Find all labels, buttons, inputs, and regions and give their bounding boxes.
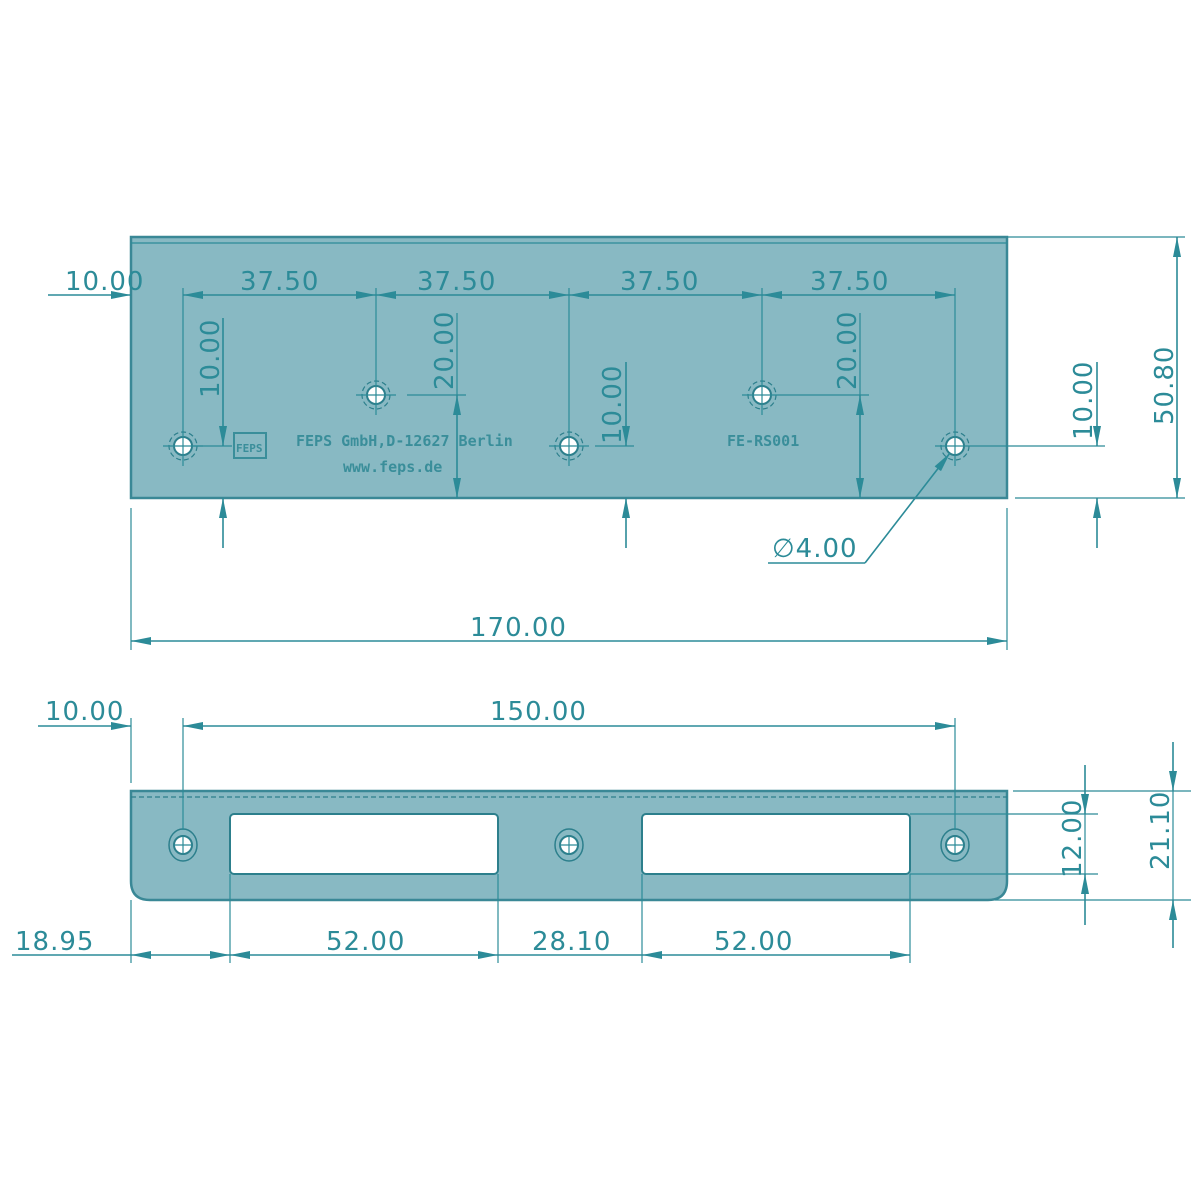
- dim-vertical-4: 20.00: [833, 311, 863, 390]
- dim-slot-1-length: 52.00: [326, 927, 405, 957]
- dim-total-height: 21.10: [1146, 791, 1176, 870]
- slot-1: [229, 813, 499, 875]
- logo-engraving: FEPS: [236, 442, 263, 455]
- website-engraving: www.feps.de: [343, 458, 442, 476]
- dim-spacing-1: 37.50: [240, 267, 319, 297]
- dim-vertical-right: 10.00: [1069, 361, 1099, 440]
- dim-slot-height: 12.00: [1058, 799, 1088, 878]
- side-hole-3: [940, 828, 970, 862]
- dim-hole-diameter: ∅4.00: [772, 534, 858, 564]
- dim-spacing-2: 37.50: [417, 267, 496, 297]
- side-hole-2: [554, 828, 584, 862]
- top-view: FEPS FEPS GmbH,D-12627 Berlin www.feps.d…: [48, 235, 1185, 650]
- hole-3: [549, 288, 589, 466]
- dim-slot-gap: 28.10: [532, 927, 611, 957]
- dim-vertical-2: 20.00: [430, 311, 460, 390]
- company-engraving: FEPS GmbH,D-12627 Berlin: [296, 432, 513, 450]
- dim-spacing-4: 37.50: [810, 267, 889, 297]
- hole-5: [935, 288, 975, 466]
- part-number-engraving: FE-RS001: [727, 432, 799, 450]
- dim-hole-span: 150.00: [490, 697, 587, 727]
- hole-2: [356, 288, 396, 415]
- dim-vertical-mid: 10.00: [598, 365, 628, 444]
- hole-4: [742, 288, 782, 415]
- dim-edge-to-slot: 18.95: [15, 927, 94, 957]
- dim-spacing-3: 37.50: [620, 267, 699, 297]
- side-view: 10.00 150.00 18.95 52.00 28.10 52.00 12.…: [12, 697, 1191, 963]
- slot-2: [641, 813, 911, 875]
- dim-total-length: 170.00: [470, 613, 567, 643]
- dim-slot-2-length: 52.00: [714, 927, 793, 957]
- dim-height: 50.80: [1150, 346, 1180, 425]
- dim-side-edge-to-hole: 10.00: [45, 697, 124, 727]
- dim-edge-to-hole: 10.00: [65, 267, 144, 297]
- dim-vertical-left: 10.00: [196, 319, 226, 398]
